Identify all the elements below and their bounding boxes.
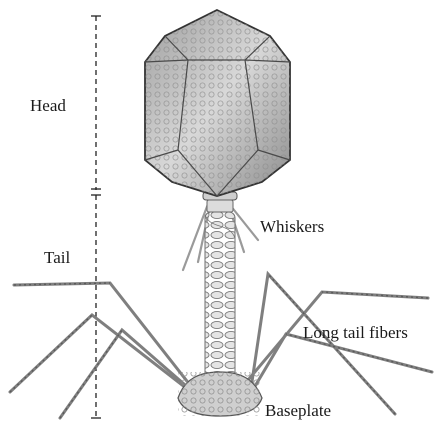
scale-ruler bbox=[91, 16, 101, 418]
tail-fiber-right-upper bbox=[238, 292, 428, 392]
tail-sheath bbox=[205, 212, 235, 386]
baseplate bbox=[178, 372, 262, 416]
whiskers-label: Whiskers bbox=[260, 218, 324, 235]
tail-fiber-right-mid bbox=[248, 334, 432, 398]
baseplate-label: Baseplate bbox=[265, 402, 331, 419]
tail-label: Tail bbox=[44, 249, 70, 266]
long-tail-fibers-label: Long tail fibers bbox=[303, 324, 408, 341]
head-label: Head bbox=[30, 97, 66, 114]
head-capsid bbox=[145, 10, 290, 196]
